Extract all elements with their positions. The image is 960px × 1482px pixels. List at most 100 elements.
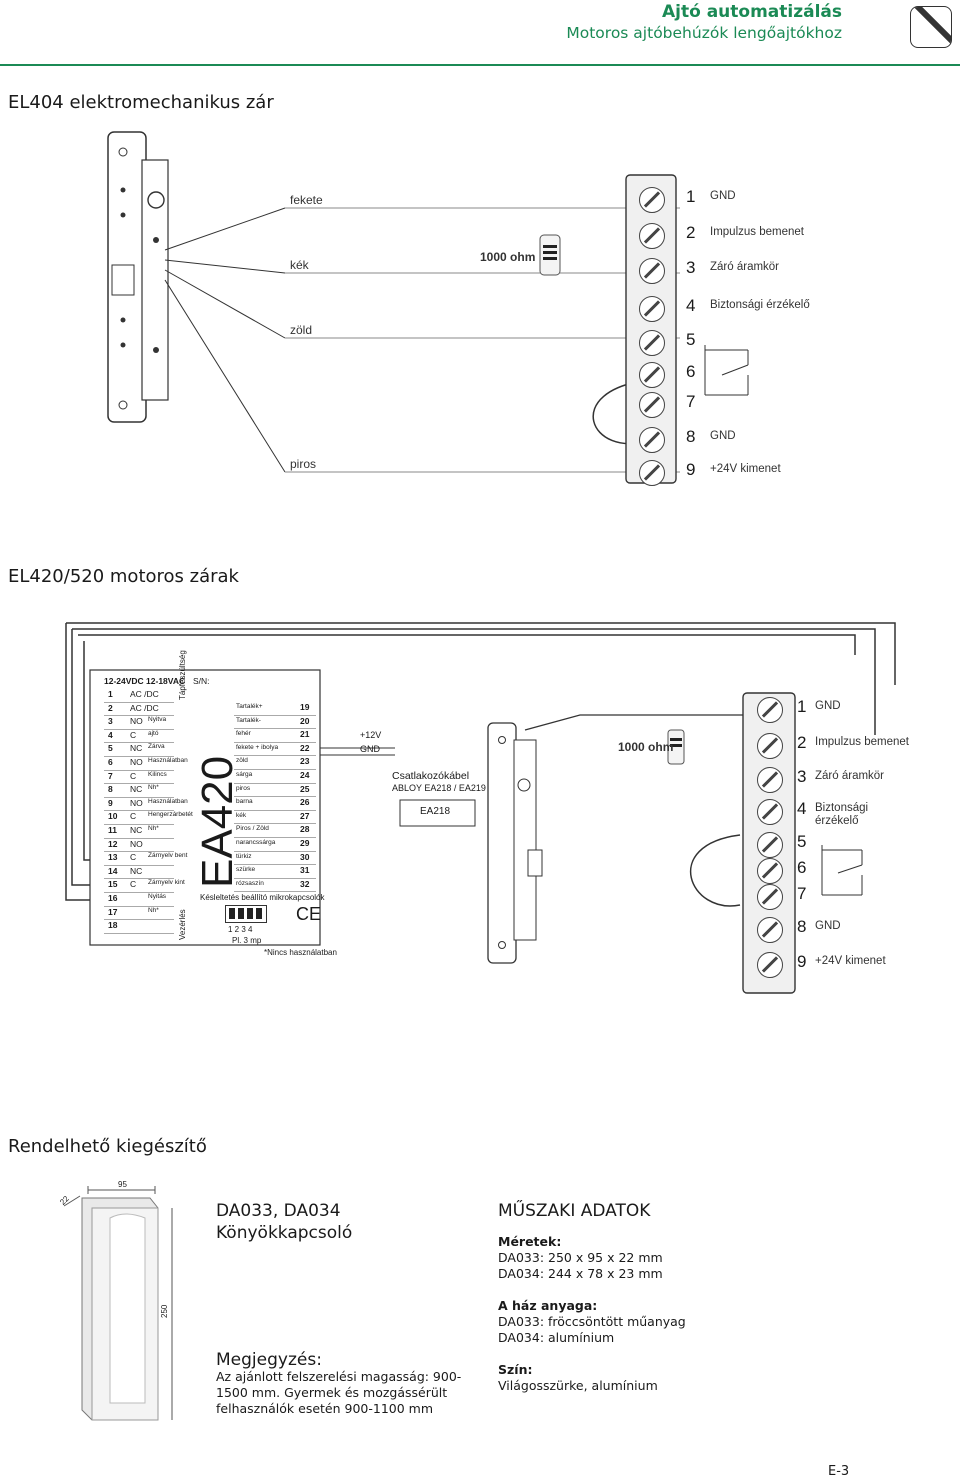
panel-cell-n: 4 bbox=[108, 729, 113, 740]
gnd-label: GND bbox=[360, 744, 380, 754]
terminal-number: 8 bbox=[686, 427, 696, 446]
cable-box-label: EA218 bbox=[420, 806, 451, 817]
terminal-number: 9 bbox=[797, 952, 807, 971]
panel-cell-t: C bbox=[130, 852, 137, 863]
panel-cell-n: 27 bbox=[300, 810, 310, 821]
panel-cell-n: 7 bbox=[108, 770, 113, 781]
panel-cell-n: 24 bbox=[300, 770, 310, 780]
el420-lock-icon bbox=[487, 722, 543, 964]
panel-header: 12-24VDC 12-18VAC bbox=[104, 676, 186, 686]
header-subtitle: Motoros ajtóbehúzók lengőajtókhoz bbox=[566, 24, 842, 42]
terminal-label: Impulzus bemenet bbox=[710, 226, 804, 238]
relay-contact-icon-2 bbox=[821, 845, 863, 896]
panel-cell-t: NC bbox=[130, 743, 143, 754]
material-2: DA034: alumínium bbox=[498, 1330, 615, 1345]
plus12-label: +12V bbox=[360, 730, 382, 740]
panel-cell-t: C bbox=[130, 879, 137, 890]
header-title: Ajtó automatizálás bbox=[661, 2, 842, 22]
panel-cell-d: Hengerzárbetét bbox=[148, 811, 193, 819]
terminal-label: +24V kimenet bbox=[815, 955, 886, 967]
color-title: Szín: bbox=[498, 1362, 533, 1377]
panel-cell-n: 29 bbox=[300, 838, 310, 848]
panel-note: *Nincs használatban bbox=[264, 948, 337, 957]
terminal-number: 2 bbox=[686, 223, 696, 242]
panel-cell-n: 15 bbox=[108, 879, 118, 890]
panel-cell-n: 13 bbox=[108, 852, 118, 863]
note-title: Megjegyzés: bbox=[216, 1350, 322, 1370]
panel-cell-d: Használatban bbox=[148, 757, 188, 764]
panel-cell-n: 21 bbox=[300, 729, 310, 740]
size-2: DA034: 244 x 78 x 23 mm bbox=[498, 1266, 663, 1281]
resistor-icon-2 bbox=[667, 729, 685, 765]
terminal-screw-icon bbox=[757, 917, 783, 943]
panel-right-row: Tartalék-20 bbox=[234, 715, 316, 730]
panel-cell-d: Tartalék+ bbox=[236, 703, 263, 710]
panel-cell-d: zöld bbox=[236, 757, 248, 765]
panel-cell-d: Zárnyelv kint bbox=[148, 879, 185, 887]
supply-label: Tápfeszültség bbox=[178, 650, 187, 700]
panel-cell-n: 9 bbox=[108, 797, 113, 808]
panel-right-row: Tartalék+19 bbox=[234, 701, 316, 716]
terminal-number: 5 bbox=[797, 832, 807, 851]
wire-label-green: zöld bbox=[290, 323, 313, 337]
panel-cell-t: AC /DC bbox=[130, 702, 159, 713]
panel-cell-n: 14 bbox=[108, 865, 118, 876]
header-divider bbox=[0, 64, 960, 66]
panel-cell-d: Nh* bbox=[148, 825, 159, 832]
panel-cell-d: Nh* bbox=[148, 784, 159, 792]
ce-mark: CE bbox=[296, 904, 322, 924]
panel-cell-n: 32 bbox=[300, 878, 310, 889]
terminal-label: GND bbox=[815, 920, 841, 932]
terminal-label: Záró áramkör bbox=[710, 261, 780, 273]
terminal-label: Biztonsági érzékelő bbox=[815, 802, 869, 827]
panel-cell-n: 3 bbox=[108, 716, 113, 727]
terminal-number: 1 bbox=[797, 697, 807, 716]
terminal-screw-icon bbox=[639, 187, 665, 213]
panel-left-row: 18 bbox=[104, 919, 174, 934]
wire-label-blue: kék bbox=[290, 258, 309, 272]
panel-right-row: fehér 21 bbox=[234, 728, 316, 743]
dip-switch-icon bbox=[225, 905, 267, 923]
terminal-number: 7 bbox=[686, 392, 696, 411]
resistor-label: 1000 ohm bbox=[480, 250, 536, 264]
terminal-screw-icon bbox=[639, 223, 665, 249]
panel-left-row: 15 C Zárnyelv kint bbox=[104, 878, 185, 893]
panel-cell-n: 20 bbox=[300, 715, 310, 726]
terminal-label: Biztonsági érzékelő bbox=[710, 299, 810, 311]
terminal-screw-icon bbox=[757, 733, 783, 759]
panel-cell-t: C bbox=[130, 811, 137, 822]
terminal-screw-icon bbox=[757, 884, 783, 910]
terminal-screw-icon bbox=[639, 460, 665, 486]
relay-contact-icon bbox=[704, 345, 749, 396]
dip-example: Pl. 3 mp bbox=[232, 936, 262, 945]
section-title-el420: EL420/520 motoros zárak bbox=[8, 566, 239, 587]
panel-cell-d: fehér bbox=[236, 730, 251, 738]
panel-cell-t: NO bbox=[130, 757, 143, 767]
wire-label-black: fekete bbox=[290, 193, 323, 207]
terminal-label: GND bbox=[710, 190, 736, 202]
panel-cell-d: Nh* bbox=[148, 906, 159, 914]
panel-cell-d: türkiz bbox=[236, 852, 252, 860]
corner-logo-icon bbox=[910, 6, 952, 48]
control-label: Vezérlés bbox=[178, 909, 187, 940]
el404-wiring-diagram bbox=[107, 131, 749, 484]
panel-cell-d: ajtó bbox=[148, 729, 159, 737]
terminal-screw-icon bbox=[757, 767, 783, 793]
terminal-label: GND bbox=[815, 700, 841, 712]
color-value: Világosszürke, alumínium bbox=[498, 1378, 658, 1393]
terminal-screw-icon bbox=[639, 427, 665, 453]
